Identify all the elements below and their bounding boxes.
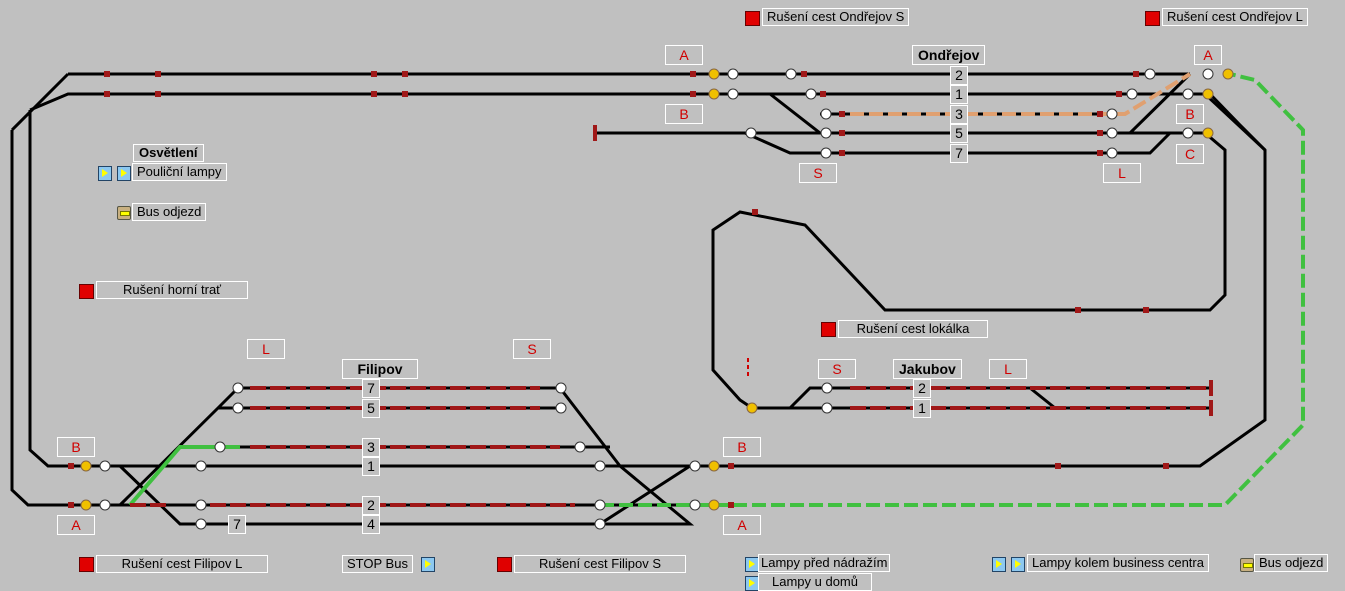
station-jakubov: Jakubov <box>893 359 962 379</box>
lamp-icon[interactable] <box>117 166 131 181</box>
track-number: 1 <box>362 457 380 476</box>
route-button-a[interactable]: A <box>1194 45 1222 65</box>
cancel-upper-line-label[interactable]: Rušení horní trať <box>96 281 248 299</box>
bus-departure-right-label[interactable]: Bus odjezd <box>1254 554 1329 572</box>
route-button-b[interactable]: B <box>665 104 703 124</box>
lamp-icon[interactable] <box>1011 557 1025 572</box>
signals <box>99 68 1214 530</box>
route-button-s[interactable]: S <box>799 163 837 183</box>
stop-bus-lamp-icon[interactable] <box>421 557 435 572</box>
tracks <box>10 72 1267 526</box>
station-filipov: Filipov <box>342 359 418 379</box>
cancel-filipov-s-label[interactable]: Rušení cest Filipov S <box>514 555 686 573</box>
bus-departure-label[interactable]: Bus odjezd <box>132 203 207 221</box>
track-number: 7 <box>362 379 380 398</box>
route-button-s[interactable]: S <box>513 339 551 359</box>
lamp-icon[interactable] <box>745 576 759 591</box>
route-button-a[interactable]: A <box>723 515 761 535</box>
house-lamps-label[interactable]: Lampy u domů <box>758 573 872 591</box>
route-button-b[interactable]: B <box>1176 104 1204 124</box>
route-button-l[interactable]: L <box>247 339 285 359</box>
cancel-filipov-s-button[interactable] <box>497 557 512 572</box>
station-ondrejov: Ondřejov <box>912 45 986 65</box>
track-number: 1 <box>913 399 931 418</box>
track-number: 3 <box>362 438 380 457</box>
stop-bus-label[interactable]: STOP Bus <box>342 555 413 573</box>
track-number: 2 <box>362 496 380 515</box>
lamp-icon[interactable] <box>98 166 112 181</box>
track-number: 4 <box>362 515 380 534</box>
business-lamps-label[interactable]: Lampy kolem business centra <box>1027 554 1209 572</box>
cancel-ondrejov-l-button[interactable] <box>1145 11 1160 26</box>
route-button-s[interactable]: S <box>818 359 856 379</box>
cancel-ondrejov-s-label[interactable]: Rušení cest Ondřejov S <box>762 8 910 26</box>
track-number: 7 <box>950 144 968 163</box>
station-lamps-label[interactable]: Lampy před nádražím <box>758 554 891 572</box>
track-number: 2 <box>950 66 968 85</box>
route-button-a[interactable]: A <box>57 515 95 535</box>
street-lamps-label[interactable]: Pouliční lampy <box>132 163 227 181</box>
cancel-filipov-l-label[interactable]: Rušení cest Filipov L <box>96 555 268 573</box>
cancel-ondrejov-l-label[interactable]: Rušení cest Ondřejov L <box>1162 8 1308 26</box>
route-button-a[interactable]: A <box>665 45 703 65</box>
route-button-b[interactable]: B <box>57 437 95 457</box>
cancel-filipov-l-button[interactable] <box>79 557 94 572</box>
cancel-upper-line-button[interactable] <box>79 284 94 299</box>
track-number: 2 <box>913 379 931 398</box>
route-highlights <box>128 72 1305 507</box>
lamp-icon[interactable] <box>745 557 759 572</box>
track-number: 1 <box>950 85 968 104</box>
track-number: 5 <box>362 399 380 418</box>
yellow-signals <box>80 68 1234 511</box>
lighting-title: Osvětlení <box>133 144 204 162</box>
cancel-lokalka-label[interactable]: Rušení cest lokálka <box>838 320 988 338</box>
bus-icon[interactable] <box>117 206 131 220</box>
track-number: 3 <box>950 105 968 124</box>
route-button-l[interactable]: L <box>989 359 1027 379</box>
route-button-l[interactable]: L <box>1103 163 1141 183</box>
bus-icon[interactable] <box>1240 558 1254 572</box>
lamp-icon[interactable] <box>992 557 1006 572</box>
route-button-b[interactable]: B <box>723 437 761 457</box>
signal-heads <box>68 71 1213 508</box>
cancel-lokalka-button[interactable] <box>821 322 836 337</box>
track-number: 7 <box>228 515 246 534</box>
cancel-ondrejov-s-button[interactable] <box>745 11 760 26</box>
route-button-c[interactable]: C <box>1176 144 1204 164</box>
track-number: 5 <box>950 124 968 143</box>
